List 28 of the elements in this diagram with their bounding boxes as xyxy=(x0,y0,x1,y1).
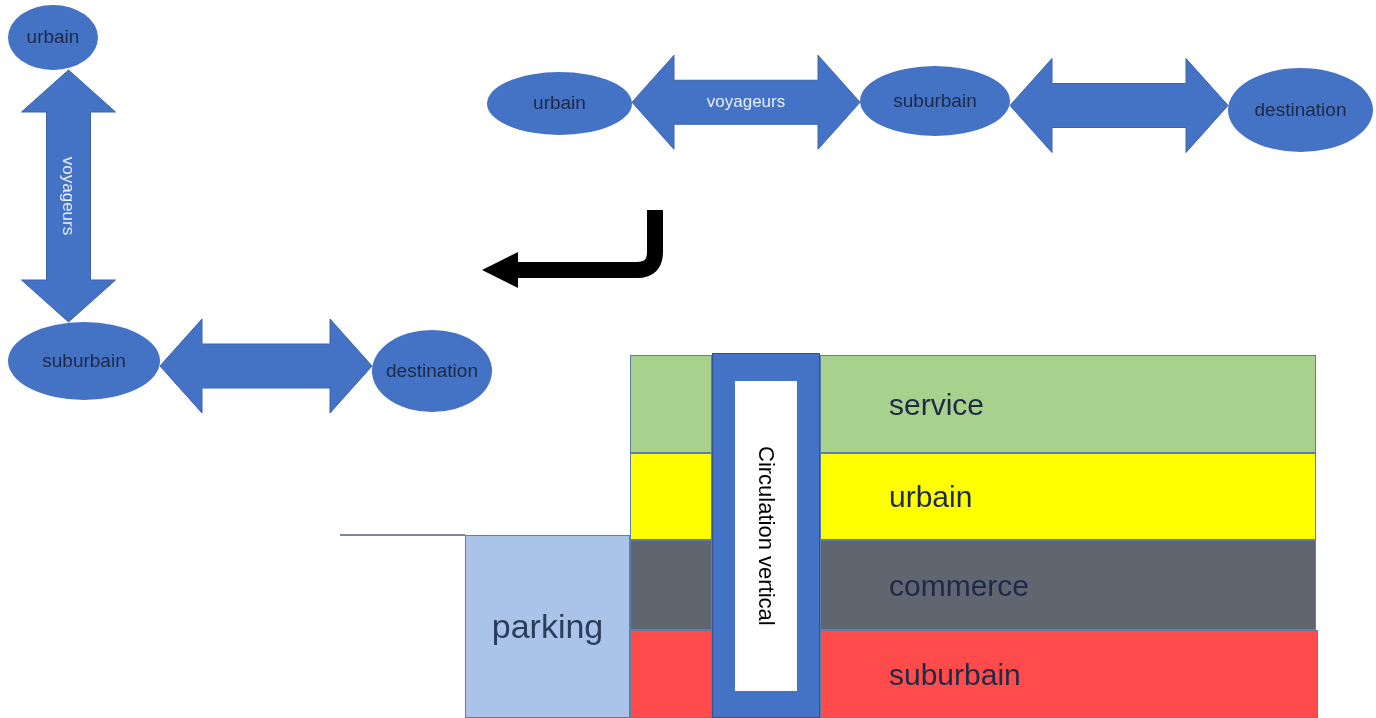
block-arrow xyxy=(1009,58,1229,153)
floor-band-segment xyxy=(630,630,712,718)
node-label: destination xyxy=(386,358,478,383)
node-label: parking xyxy=(491,606,604,647)
circulation-shaft xyxy=(712,353,820,718)
node-label: commerce xyxy=(889,567,1030,604)
node-label: service xyxy=(889,386,985,423)
parking-block xyxy=(465,535,630,718)
floor-band-segment xyxy=(630,453,712,540)
node-label: destination xyxy=(1254,97,1347,122)
block-arrow xyxy=(159,318,373,414)
node-label: suburbain xyxy=(893,88,977,113)
floor-band xyxy=(820,630,1318,718)
edge-label: voyageurs xyxy=(706,91,786,114)
node-label: urbain xyxy=(889,479,973,515)
node-label: suburbain xyxy=(889,656,1021,693)
floor-band xyxy=(820,540,1316,630)
node-label: suburbain xyxy=(42,348,126,373)
floor-band xyxy=(820,453,1316,540)
floor-band xyxy=(820,355,1316,453)
node-label: Circulation vertical xyxy=(735,380,797,691)
node-label: urbain xyxy=(26,25,80,50)
floor-band-segment xyxy=(630,540,712,630)
block-arrow xyxy=(631,54,861,150)
floor-band-segment xyxy=(630,355,712,453)
block-arrow xyxy=(21,69,116,323)
node-label: urbain xyxy=(533,91,586,116)
edge-label: voyageurs xyxy=(58,156,80,236)
